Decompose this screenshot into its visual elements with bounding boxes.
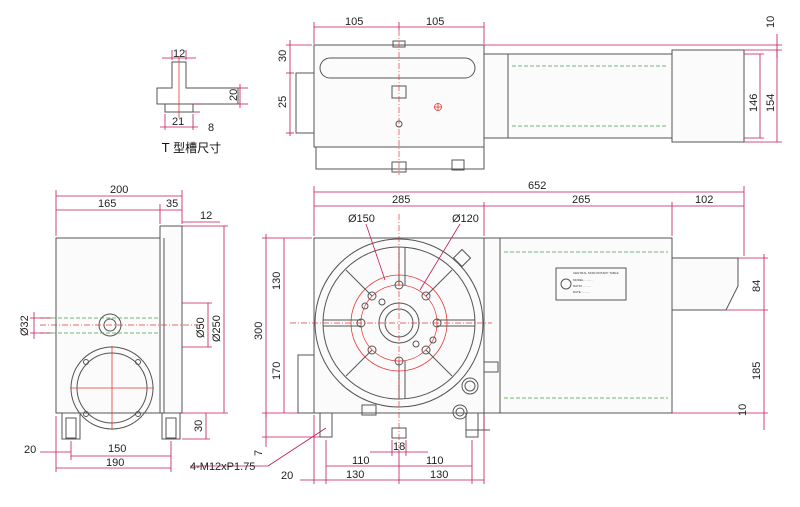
top-dim-30: 30 xyxy=(277,50,289,62)
front-view-lock-knob xyxy=(452,404,468,420)
tslot-caption: T 型槽尺寸 xyxy=(161,141,221,155)
top-dim-154: 154 xyxy=(765,94,777,112)
svg-text:RATIO ..........: RATIO .......... xyxy=(573,284,591,288)
front-dim-84: 84 xyxy=(751,280,763,292)
tslot-width-top: 12 xyxy=(173,48,185,60)
side-view-table xyxy=(159,225,183,414)
front-dim-130-right: 130 xyxy=(430,469,448,481)
top-dim-105-right: 105 xyxy=(426,16,444,28)
front-dim-652: 652 xyxy=(528,180,546,192)
svg-text:CENTRAL STAR ROTARY TABLE: CENTRAL STAR ROTARY TABLE xyxy=(573,271,619,275)
side-dim-dia-250: Ø250 xyxy=(211,315,223,342)
side-dim-20: 20 xyxy=(24,444,36,456)
tslot-detail: 12 20 21 8 T 型槽尺寸 xyxy=(156,48,248,155)
side-dim-150: 150 xyxy=(108,443,126,455)
side-view-foot-right xyxy=(161,412,181,440)
side-dim-165: 165 xyxy=(98,198,116,210)
top-dim-10: 10 xyxy=(765,16,777,28)
front-view: CENTRAL STAR ROTARY TABLE MODEL ........… xyxy=(190,180,768,484)
front-dim-dia-150: Ø150 xyxy=(348,213,375,225)
front-bolt-note: 4-M12xP1.75 xyxy=(190,461,255,473)
top-dim-105-left: 105 xyxy=(345,16,363,28)
front-dim-170: 170 xyxy=(271,362,283,380)
side-dim-190: 190 xyxy=(106,457,124,469)
tslot-width-bottom: 21 xyxy=(172,116,184,128)
tslot-profile xyxy=(156,61,239,105)
front-dim-185: 185 xyxy=(751,362,763,380)
side-dim-12: 12 xyxy=(200,210,212,222)
side-view: 200 165 35 12 Ø50 Ø250 Ø32 30 20 150 190 xyxy=(19,184,228,472)
svg-text:MODEL ..........: MODEL .......... xyxy=(573,278,593,282)
front-dim-285: 285 xyxy=(392,194,410,206)
top-dim-25: 25 xyxy=(277,96,289,108)
front-dim-110-right: 110 xyxy=(426,455,444,467)
top-dim-146: 146 xyxy=(748,94,760,112)
tslot-base: 8 xyxy=(208,122,214,134)
side-dim-35: 35 xyxy=(166,198,178,210)
tslot-depth: 20 xyxy=(228,89,240,101)
front-view-clamp-knob xyxy=(461,377,479,395)
front-dim-20: 20 xyxy=(281,470,293,482)
front-dim-300: 300 xyxy=(253,322,265,340)
side-view-foot-left xyxy=(61,412,81,440)
side-dim-dia-32: Ø32 xyxy=(19,315,31,336)
side-dim-dia-50: Ø50 xyxy=(195,317,207,338)
front-dim-130: 130 xyxy=(271,272,283,290)
front-view-motor-housing xyxy=(483,237,673,414)
front-dim-110-left: 110 xyxy=(352,455,370,467)
svg-text:DATE ..........: DATE .......... xyxy=(573,290,590,294)
front-view-name-plate xyxy=(555,267,627,301)
front-dim-102: 102 xyxy=(695,194,713,206)
front-dim-18: 18 xyxy=(393,441,405,453)
front-dim-265: 265 xyxy=(572,194,590,206)
side-dim-200: 200 xyxy=(110,184,128,196)
front-dim-7: 7 xyxy=(253,450,265,456)
front-dim-130-left: 130 xyxy=(346,469,364,481)
top-view: 105 105 10 146 154 30 25 xyxy=(277,16,782,175)
front-dim-dia-120: Ø120 xyxy=(452,213,479,225)
top-view-motor-housing xyxy=(483,53,673,139)
front-view-motor-cap xyxy=(671,257,739,311)
front-dim-10: 10 xyxy=(737,404,749,416)
side-dim-30: 30 xyxy=(193,420,205,432)
